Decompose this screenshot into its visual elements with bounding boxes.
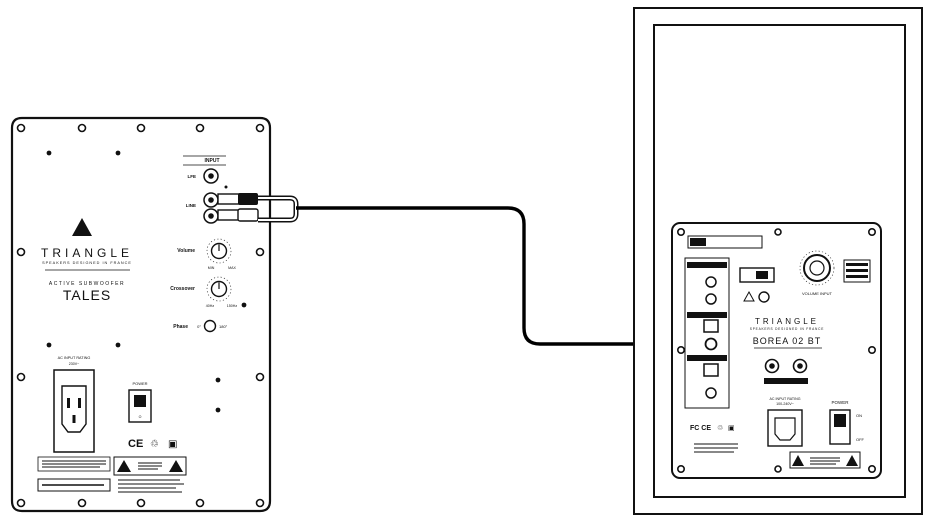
subwoofer-input-section: INPUT LFE LINE: [183, 155, 228, 224]
phono-jack[interactable]: [705, 387, 717, 399]
svg-text:MIN: MIN: [208, 266, 215, 270]
speaker-fc-ce-mark: FC CE: [690, 425, 711, 432]
speaker-rear-plate: VOLUME INPUT TRIANGLE SPEAKERS DESIGNED …: [671, 222, 882, 479]
usb-input[interactable]: [703, 363, 719, 377]
line-label: LINE: [186, 203, 196, 208]
subwoofer-power-section: AC INPUT RATING 230V~ T2.5AL POWER O: [53, 356, 152, 461]
speaker-tagline: SPEAKERS DESIGNED IN FRANCE: [750, 327, 824, 331]
power-switch[interactable]: O: [128, 389, 152, 423]
speaker-compliance-marks: FC CE ♲ ▣: [690, 425, 738, 453]
speaker-brand: TRIANGLE: [755, 317, 819, 326]
speaker-power-label: POWER: [831, 400, 849, 405]
bookshelf-speaker: VOLUME INPUT TRIANGLE SPEAKERS DESIGNED …: [633, 7, 923, 515]
svg-text:100-240V~: 100-240V~: [776, 402, 794, 406]
subwoofer-crossover-control: Crossover 40Hz 150Hz: [170, 276, 238, 308]
input-section-header: INPUT: [205, 158, 220, 164]
lfe-input-jack[interactable]: [203, 168, 219, 184]
phase-label: Phase: [173, 324, 188, 330]
subwoofer-volume-control: Volume MIN MAX: [177, 238, 236, 270]
recycle-mark: ♲: [150, 439, 159, 450]
ce-mark: CE: [128, 438, 143, 450]
speaker-input-column: [684, 257, 730, 409]
speaker-binding-posts[interactable]: [764, 358, 808, 385]
aux-in-jack-left[interactable]: [705, 276, 717, 288]
level-label: Volume: [177, 248, 195, 254]
subwoofer-series: ACTIVE SUBWOOFER: [49, 281, 125, 287]
speaker-volume-label: VOLUME INPUT: [802, 291, 833, 296]
rca-plug-right: [217, 208, 259, 222]
speaker-volume-control: VOLUME INPUT: [799, 250, 871, 296]
speaker-recycle-mark: ♲: [717, 425, 723, 432]
crossover-tick-min: 40Hz: [206, 304, 215, 308]
subwoofer-warning-labels: [37, 456, 187, 493]
subwoofer-compliance-marks: CE ♲ ▣: [128, 438, 177, 450]
sub-out-jack[interactable]: [704, 337, 718, 351]
aux-in-jack-right[interactable]: [705, 293, 717, 305]
speaker-insulation-mark: ▣: [728, 425, 735, 432]
speaker-power-section: AC INPUT RATING 100-240V~ POWER ON OFF: [767, 397, 865, 447]
rca-plug-left: [217, 193, 258, 205]
optical-input[interactable]: [703, 319, 719, 333]
warning-triangle-icon: [169, 460, 183, 472]
pairing-warning-icon: [743, 290, 755, 302]
crossover-label: Crossover: [170, 286, 195, 292]
speaker-off-label: OFF: [856, 437, 865, 442]
subwoofer-model: TALES: [63, 287, 111, 303]
pair-button[interactable]: [758, 291, 770, 303]
crossover-tick-max: 150Hz: [227, 304, 238, 308]
power-rating-label: AC INPUT RATING: [58, 356, 91, 360]
speaker-power-switch[interactable]: [829, 409, 851, 445]
svg-text:O: O: [139, 415, 142, 419]
subwoofer-brand: TRIANGLE: [41, 246, 133, 260]
speaker-on-label: ON: [856, 413, 862, 418]
warning-triangle-icon: [792, 455, 804, 466]
phase-value-0: 0°: [197, 324, 201, 329]
subwoofer-screws: [16, 123, 265, 508]
svg-text:AC INPUT RATING: AC INPUT RATING: [769, 397, 800, 401]
svg-text:230V~: 230V~: [69, 362, 80, 366]
double-insulation-mark: ▣: [168, 439, 177, 450]
line-input-jack-right[interactable]: [203, 208, 219, 224]
subwoofer-phase-control: Phase 0° 180°: [173, 319, 228, 333]
svg-text:MAX: MAX: [228, 266, 236, 270]
subwoofer-logo: TRIANGLE SPEAKERS DESIGNED IN FRANCE ACT…: [41, 218, 133, 303]
warning-triangle-icon: [117, 460, 131, 472]
speaker-logo: TRIANGLE SPEAKERS DESIGNED IN FRANCE BOR…: [750, 317, 824, 349]
speaker-warning-label: [789, 451, 861, 469]
volume-knob[interactable]: [206, 238, 232, 264]
subwoofer-tagline: SPEAKERS DESIGNED IN FRANCE: [42, 261, 132, 265]
subwoofer-rear-panel: TRIANGLE SPEAKERS DESIGNED IN FRANCE ACT…: [10, 116, 272, 513]
crossover-knob[interactable]: [206, 276, 232, 302]
lfe-label: LFE: [188, 174, 197, 179]
triangle-logo-icon: [72, 218, 92, 236]
warning-triangle-icon: [846, 455, 858, 466]
power-label: POWER: [132, 381, 147, 386]
phase-value-180: 180°: [219, 324, 228, 329]
line-input-jack-left[interactable]: [203, 192, 219, 208]
speaker-model: BOREA 02 BT: [753, 336, 822, 346]
phase-switch[interactable]: [203, 319, 217, 333]
rca-cable: [217, 193, 697, 351]
